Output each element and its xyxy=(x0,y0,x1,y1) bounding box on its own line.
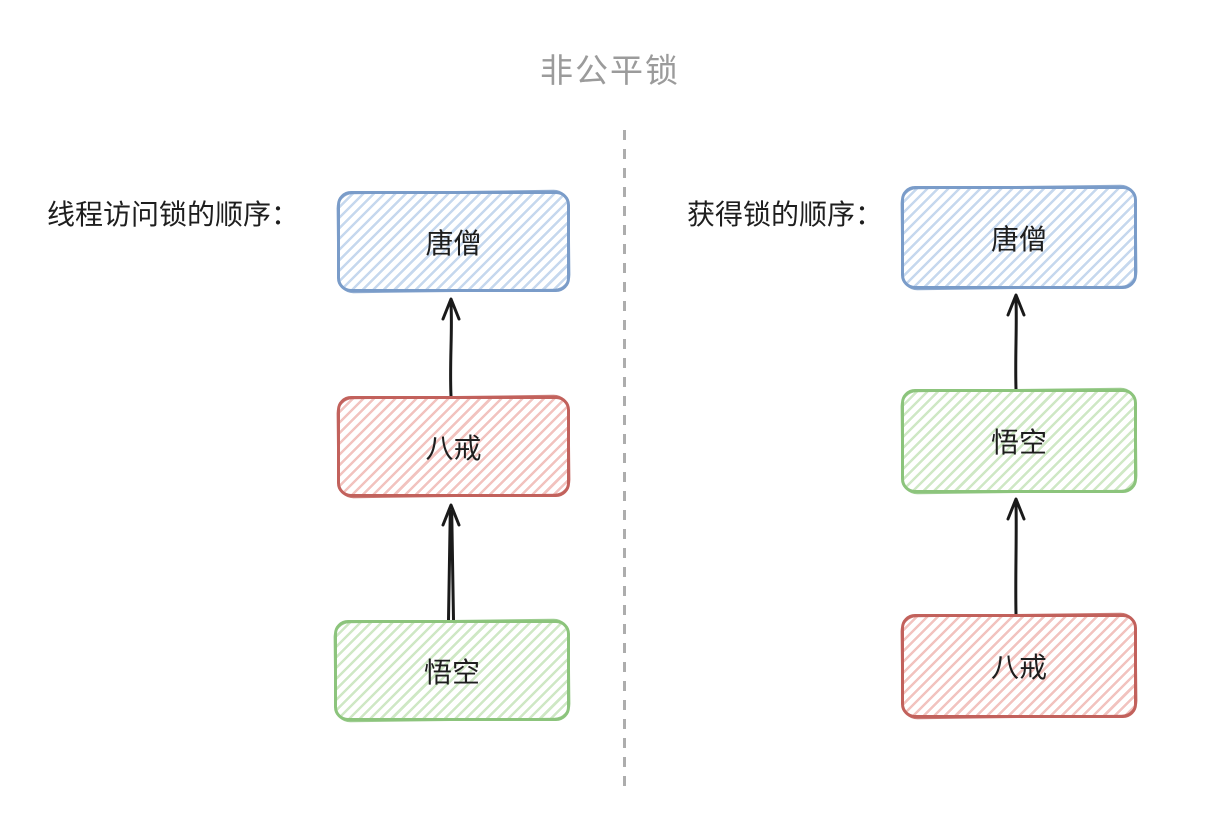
node-label: 八戒 xyxy=(425,432,482,464)
node-label: 唐僧 xyxy=(990,223,1047,255)
node-left-tangseng: 唐僧 xyxy=(337,191,570,292)
node-right-wukong: 悟空 xyxy=(901,389,1137,493)
arrow-right-wukong-to-tangseng xyxy=(1006,293,1026,391)
node-label: 唐僧 xyxy=(425,227,482,259)
node-label: 悟空 xyxy=(990,427,1047,458)
vertical-dashed-divider xyxy=(623,130,626,795)
node-left-bajie: 八戒 xyxy=(337,396,570,497)
arrow-right-bajie-to-wukong xyxy=(1006,497,1026,616)
diagram-title: 非公平锁 xyxy=(540,52,680,89)
node-right-bajie: 八戒 xyxy=(901,614,1137,718)
node-label: 八戒 xyxy=(990,652,1047,683)
left-panel-label: 线程访问锁的顺序： xyxy=(47,199,300,230)
arrow-left-wukong-to-bajie xyxy=(441,503,461,622)
node-right-tangseng: 唐僧 xyxy=(901,186,1137,289)
right-panel-label: 获得锁的顺序： xyxy=(687,199,884,230)
node-label: 悟空 xyxy=(423,656,480,688)
node-left-wukong: 悟空 xyxy=(334,620,570,721)
arrow-left-bajie-to-tangseng xyxy=(441,297,461,398)
